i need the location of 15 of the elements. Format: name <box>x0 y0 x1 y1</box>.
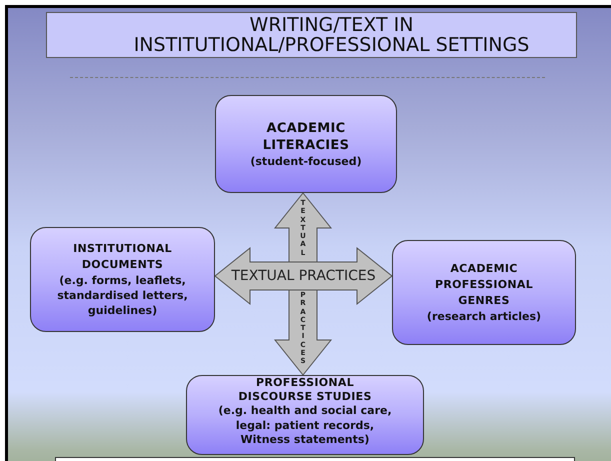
title: WRITING/TEXT IN INSTITUTIONAL/PROFESSIONAL SETTINGS <box>132 15 530 55</box>
rounded-box <box>392 240 576 345</box>
box-text: (e.g. health and social care, legal: patient records, Witness statements) <box>217 404 393 448</box>
box-text: (research articles) <box>426 309 542 324</box>
box-heading: INSTITUTIONAL DOCUMENTS <box>72 241 173 273</box>
rounded-box <box>215 95 397 193</box>
edge-label: TEXTUAL PRACTICES <box>231 268 376 284</box>
box-heading: PROFESSIONAL DISCOURSE STUDIES <box>237 376 373 404</box>
box-text: (e.g. forms, leaflets, standardised letters, guidelines) <box>56 273 189 318</box>
box-text: (student-focused) <box>250 154 362 168</box>
box-heading: ACADEMIC PROFESSIONAL GENRES <box>434 261 534 309</box>
rounded-box <box>186 375 424 455</box>
box-heading: ACADEMIC LITERACIES <box>262 120 350 154</box>
block-arrow <box>214 246 393 306</box>
rounded-box <box>30 227 215 332</box>
